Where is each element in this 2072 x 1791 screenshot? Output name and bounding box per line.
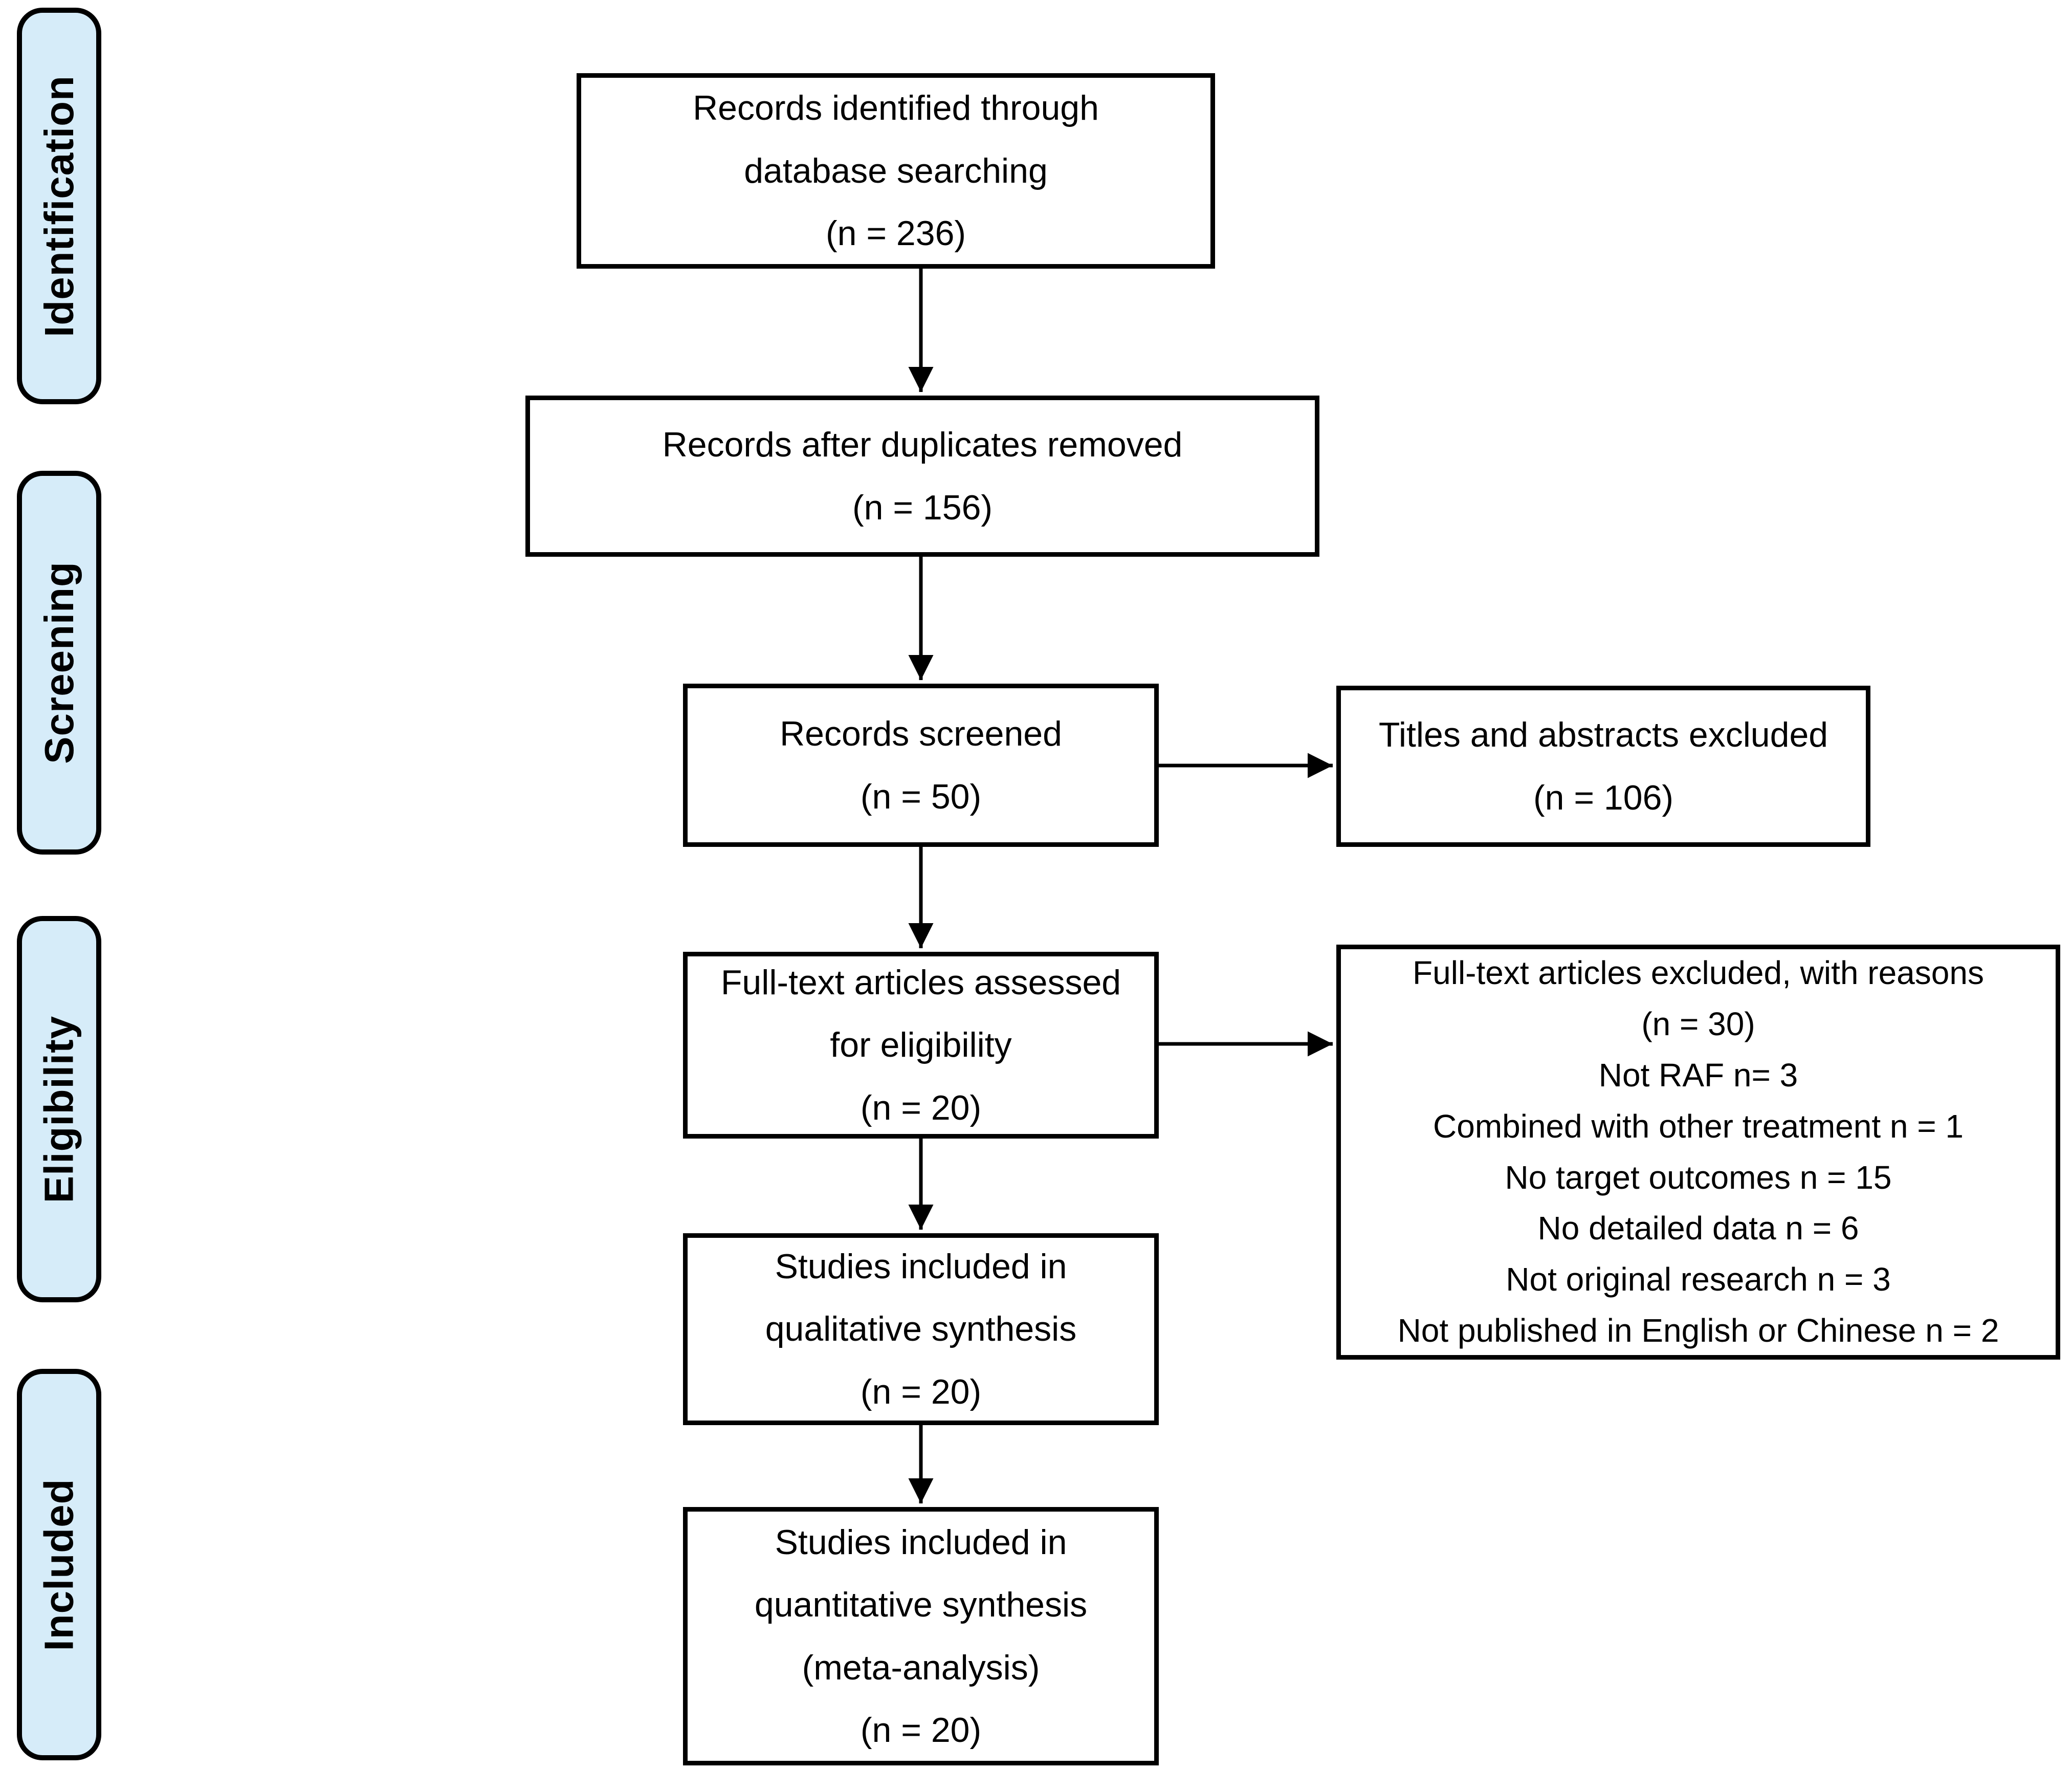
box-text-line: Not published in English or Chinese n = … [1397,1312,1999,1349]
stage-label-identification: Identification [17,8,101,404]
box-text-line: Records screened [780,714,1062,754]
box-text-line: Records after duplicates removed [662,425,1183,465]
box-text-line: Titles and abstracts excluded [1378,715,1828,755]
box-records-screened: Records screened (n = 50) [683,684,1159,847]
box-text-line: for eligibility [830,1025,1012,1065]
box-text-line: (n = 50) [860,777,982,816]
box-records-after-duplicates: Records after duplicates removed (n = 15… [525,396,1319,557]
stage-label-screening: Screening [17,471,101,855]
box-text-line: quantitative synthesis [754,1585,1088,1625]
box-text-line: (n = 236) [825,214,966,253]
box-text-line: (n = 106) [1533,778,1674,817]
box-text-line: (n = 30) [1641,1006,1755,1043]
box-text-line: Studies included in [775,1247,1067,1286]
box-fulltext-excluded-reasons: Full-text articles excluded, with reason… [1336,945,2060,1360]
box-titles-abstracts-excluded: Titles and abstracts excluded (n = 106) [1336,686,1870,847]
box-text-line: qualitative synthesis [765,1309,1077,1349]
box-text-line: Studies included in [775,1522,1067,1562]
box-records-identified: Records identified through database sear… [577,73,1215,269]
box-text-line: No target outcomes n = 15 [1505,1159,1892,1196]
box-text-line: Full-text articles excluded, with reason… [1413,954,1984,992]
stage-label-text: Screening [36,561,82,764]
box-text-line: database searching [744,151,1048,190]
stage-label-eligibility: Eligibility [17,916,101,1302]
box-quantitative-synthesis: Studies included in quantitative synthes… [683,1507,1159,1765]
stage-label-included: Included [17,1369,101,1760]
box-text-line: Full-text articles assessed [720,963,1121,1002]
box-text-line: (meta-analysis) [802,1648,1040,1687]
stage-label-text: Identification [36,75,82,337]
stage-label-text: Eligibility [36,1015,82,1203]
box-text-line: Records identified through [693,89,1099,128]
box-text-line: Not original research n = 3 [1506,1261,1891,1298]
box-text-line: Combined with other treatment n = 1 [1433,1107,1964,1145]
stage-label-text: Included [36,1478,82,1651]
box-text-line: No detailed data n = 6 [1537,1210,1859,1247]
box-fulltext-assessed: Full-text articles assessed for eligibil… [683,952,1159,1139]
box-text-line: (n = 20) [860,1088,982,1127]
box-text-line: (n = 20) [860,1372,982,1411]
box-text-line: (n = 20) [860,1710,982,1750]
box-text-line: (n = 156) [852,488,993,527]
box-text-line: Not RAF n= 3 [1598,1056,1798,1094]
box-qualitative-synthesis: Studies included in qualitative synthesi… [683,1233,1159,1425]
